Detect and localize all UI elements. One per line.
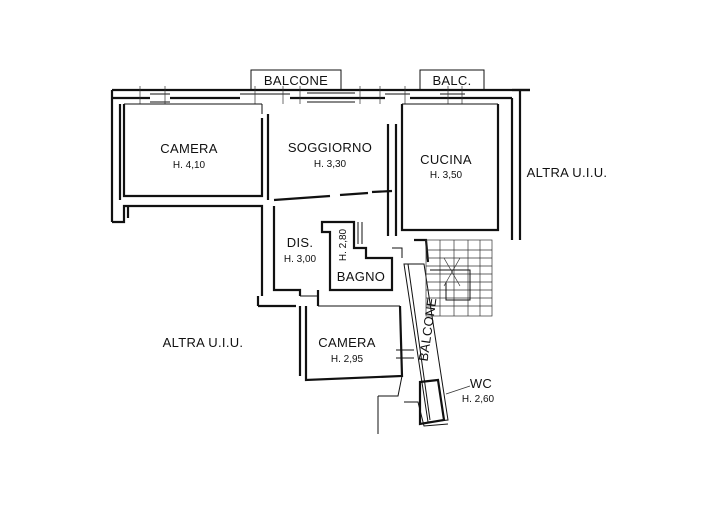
camera1-label: CAMERA (160, 141, 217, 156)
soggiorno-height: H. 3,30 (314, 159, 347, 170)
camera2-height: H. 2,95 (331, 354, 364, 365)
balcone-side-label: BALCONE (416, 297, 440, 363)
bagno-label: BAGNO (337, 269, 385, 284)
interior-walls (112, 103, 500, 397)
camera2-label: CAMERA (318, 335, 375, 350)
dis-label: DIS. (287, 235, 313, 250)
wc-height: H. 2,60 (462, 394, 495, 405)
dis-height: H. 3,00 (284, 254, 317, 265)
cucina-label: CUCINA (420, 152, 472, 167)
altra-uiu-left-label: ALTRA U.I.U. (163, 335, 244, 350)
camera1-height: H. 4,10 (173, 160, 206, 171)
bagno-height: H. 2,80 (338, 228, 349, 261)
cucina-height: H. 3,50 (430, 170, 463, 181)
wc-label: WC (470, 376, 492, 391)
balc-label: BALC. (432, 73, 471, 88)
balcone-top-label: BALCONE (264, 73, 328, 88)
exterior-walls (110, 86, 530, 240)
balcony-side (377, 238, 471, 434)
soggiorno-label: SOGGIORNO (288, 140, 372, 155)
stairwell (425, 239, 493, 317)
altra-uiu-right-label: ALTRA U.I.U. (527, 165, 608, 180)
